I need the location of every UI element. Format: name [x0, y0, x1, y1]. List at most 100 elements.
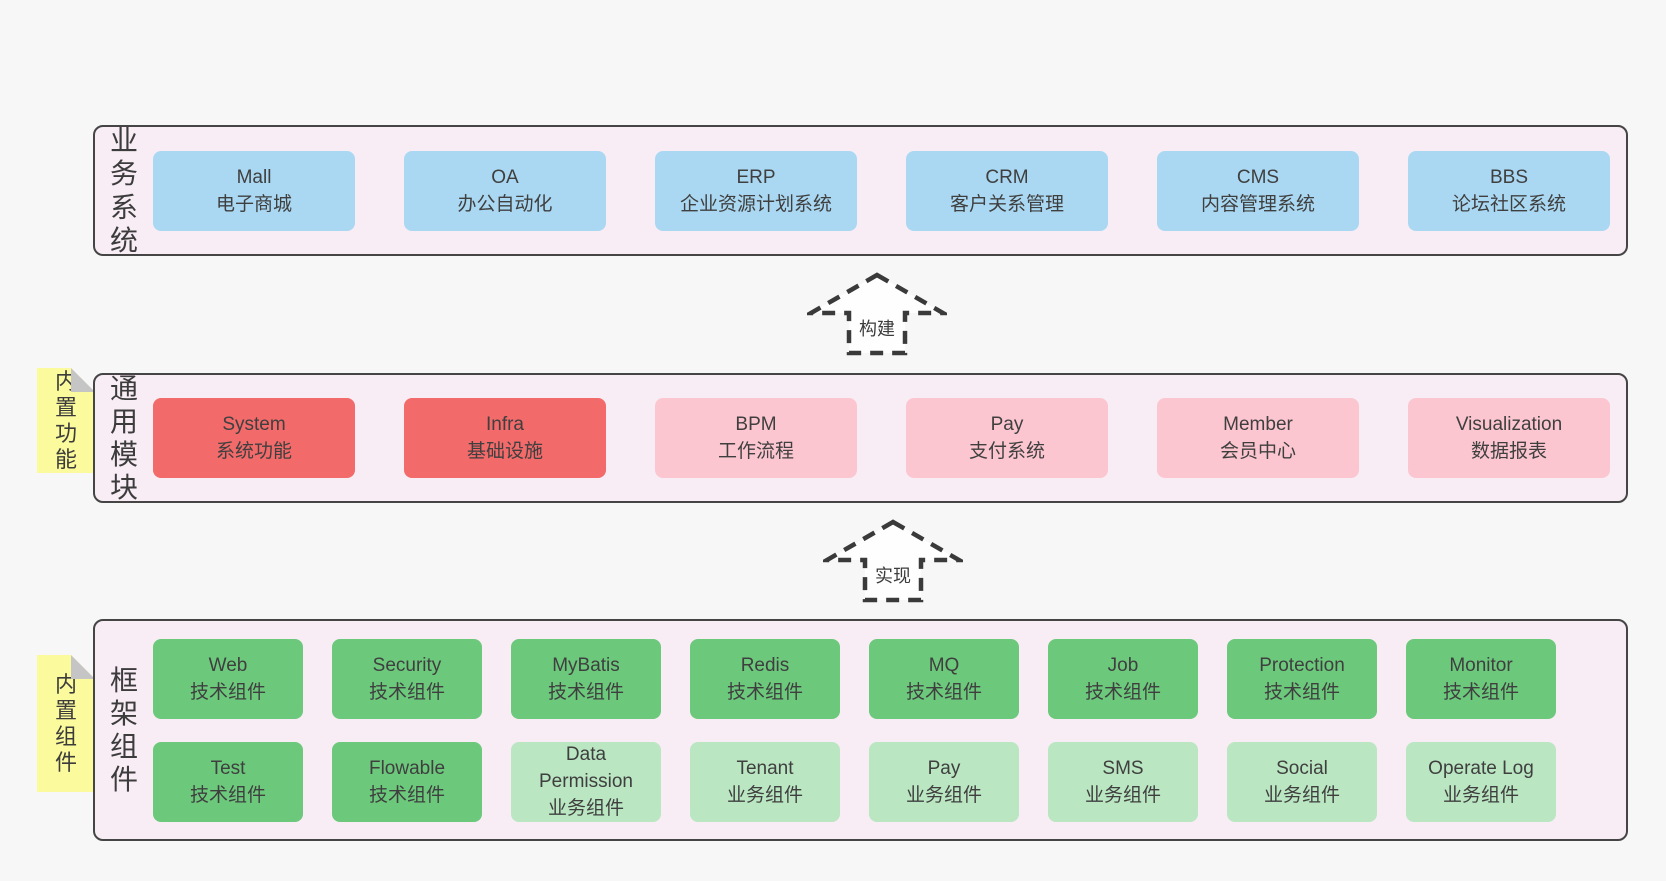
- box-social: Social 业务组件: [1227, 741, 1377, 822]
- box-sms: SMS 业务组件: [1048, 741, 1198, 822]
- layer-framework-components: 框架组件 Web 技术组件 Security 技术组件 MyBatis 技术组件…: [93, 619, 1628, 841]
- box-visualization: Visualization 数据报表: [1408, 398, 1610, 478]
- box-pay-biz: Pay 业务组件: [869, 741, 1019, 822]
- sticky-note-builtin-features: 内置功能: [37, 368, 95, 473]
- box-name: BPM: [735, 414, 777, 435]
- box-crm: CRM 客户关系管理: [906, 150, 1108, 231]
- arrow-build-label: 构建: [859, 319, 895, 339]
- box-operate-log: Operate Log 业务组件: [1406, 741, 1556, 822]
- box-desc: 电子商城: [215, 193, 292, 215]
- box-desc: 支付系统: [968, 441, 1045, 462]
- box-member: Member 会员中心: [1157, 398, 1359, 478]
- box-desc: 论坛社区系统: [1451, 193, 1566, 215]
- box-desc: 技术组件: [1442, 681, 1519, 703]
- box-desc: 内容管理系统: [1200, 193, 1315, 215]
- box-desc: 技术组件: [368, 681, 445, 703]
- box-mybatis: MyBatis 技术组件: [511, 638, 661, 719]
- box-name: BBS: [1489, 166, 1529, 188]
- box-security: Security 技术组件: [332, 638, 482, 719]
- box-job: Job 技术组件: [1048, 638, 1198, 719]
- box-pay: Pay 支付系统: [906, 398, 1108, 478]
- sticky-note-text: 内置功能: [54, 368, 77, 472]
- box-desc: 会员中心: [1219, 441, 1296, 462]
- box-desc: 数据报表: [1470, 441, 1547, 462]
- box-system: System 系统功能: [153, 398, 355, 478]
- layer-label-framework: 框架组件: [109, 664, 138, 796]
- box-desc: 工作流程: [717, 441, 794, 462]
- box-name: ERP: [736, 166, 776, 188]
- box-erp: ERP 企业资源计划系统: [655, 150, 857, 231]
- framework-boxes: Web 技术组件 Security 技术组件 MyBatis 技术组件 Redi…: [153, 638, 1556, 822]
- box-name: OA: [491, 166, 519, 188]
- box-desc: 技术组件: [1263, 681, 1340, 703]
- box-name: Security: [372, 654, 442, 676]
- box-name: SMS: [1102, 757, 1144, 779]
- box-desc: 技术组件: [726, 681, 803, 703]
- box-desc: 业务组件: [1442, 784, 1519, 806]
- box-desc: 技术组件: [189, 681, 266, 703]
- box-flowable: Flowable 技术组件: [332, 741, 482, 822]
- up-arrow-icon: [823, 518, 963, 604]
- box-name: MQ: [928, 654, 960, 676]
- box-desc: 业务组件: [547, 798, 624, 819]
- box-desc: 业务组件: [905, 784, 982, 806]
- box-name: Pay: [990, 414, 1024, 435]
- box-protection: Protection 技术组件: [1227, 638, 1377, 719]
- box-test: Test 技术组件: [153, 741, 303, 822]
- arrow-build: 构建: [807, 271, 947, 357]
- box-desc: 基础设施: [466, 441, 543, 462]
- box-desc: 办公自动化: [457, 193, 553, 215]
- box-name: Social: [1276, 757, 1328, 779]
- module-boxes: System 系统功能 Infra 基础设施 BPM 工作流程 Pay 支付系统…: [153, 398, 1610, 478]
- box-oa: OA 办公自动化: [404, 150, 606, 231]
- up-arrow-icon: [807, 271, 947, 357]
- box-data-permission: Data Permission 业务组件: [511, 741, 661, 822]
- arrow-implement-label: 实现: [875, 566, 911, 586]
- layer-label-business: 业务系统: [109, 125, 138, 256]
- box-name: Test: [210, 757, 246, 779]
- box-name: Member: [1223, 414, 1293, 435]
- box-desc: 技术组件: [368, 784, 445, 806]
- arrow-implement: 实现: [823, 518, 963, 604]
- box-desc: 业务组件: [1263, 784, 1340, 806]
- box-desc: 系统功能: [215, 441, 292, 462]
- box-desc: 技术组件: [905, 681, 982, 703]
- box-name: Tenant: [736, 757, 794, 779]
- box-cms: CMS 内容管理系统: [1157, 150, 1359, 231]
- box-desc: 客户关系管理: [949, 193, 1064, 215]
- box-name: Visualization: [1455, 414, 1563, 435]
- box-desc: 技术组件: [547, 681, 624, 703]
- box-name: Operate Log: [1428, 757, 1534, 779]
- box-name: Infra: [485, 414, 525, 435]
- box-name: Web: [208, 654, 248, 676]
- box-tenant: Tenant 业务组件: [690, 741, 840, 822]
- layer-business-systems: 业务系统 Mall 电子商城 OA 办公自动化 ERP 企业资源计划系统 CRM…: [93, 125, 1628, 256]
- box-name: CMS: [1236, 166, 1280, 188]
- box-infra: Infra 基础设施: [404, 398, 606, 478]
- box-name: System: [222, 414, 286, 435]
- box-desc: 技术组件: [189, 784, 266, 806]
- box-desc: 业务组件: [726, 784, 803, 806]
- box-monitor: Monitor 技术组件: [1406, 638, 1556, 719]
- box-web: Web 技术组件: [153, 638, 303, 719]
- box-bpm: BPM 工作流程: [655, 398, 857, 478]
- box-name: CRM: [985, 166, 1029, 188]
- box-name: Mall: [236, 166, 272, 188]
- box-desc: 企业资源计划系统: [679, 193, 832, 215]
- box-name: MyBatis: [552, 654, 620, 676]
- layer-common-modules: 通用模块 System 系统功能 Infra 基础设施 BPM 工作流程 Pay…: [93, 373, 1628, 503]
- box-name: Job: [1107, 654, 1139, 676]
- box-bbs: BBS 论坛社区系统: [1408, 150, 1610, 231]
- box-mq: MQ 技术组件: [869, 638, 1019, 719]
- box-desc: 技术组件: [1084, 681, 1161, 703]
- layer-label-modules: 通用模块: [109, 372, 138, 504]
- box-name: Flowable: [368, 757, 446, 779]
- box-name: Protection: [1259, 654, 1345, 676]
- box-mall: Mall 电子商城: [153, 150, 355, 231]
- box-desc: 业务组件: [1084, 784, 1161, 806]
- business-boxes: Mall 电子商城 OA 办公自动化 ERP 企业资源计划系统 CRM 客户关系…: [153, 150, 1610, 231]
- box-name: Monitor: [1449, 654, 1513, 676]
- box-redis: Redis 技术组件: [690, 638, 840, 719]
- box-name: Redis: [740, 654, 790, 676]
